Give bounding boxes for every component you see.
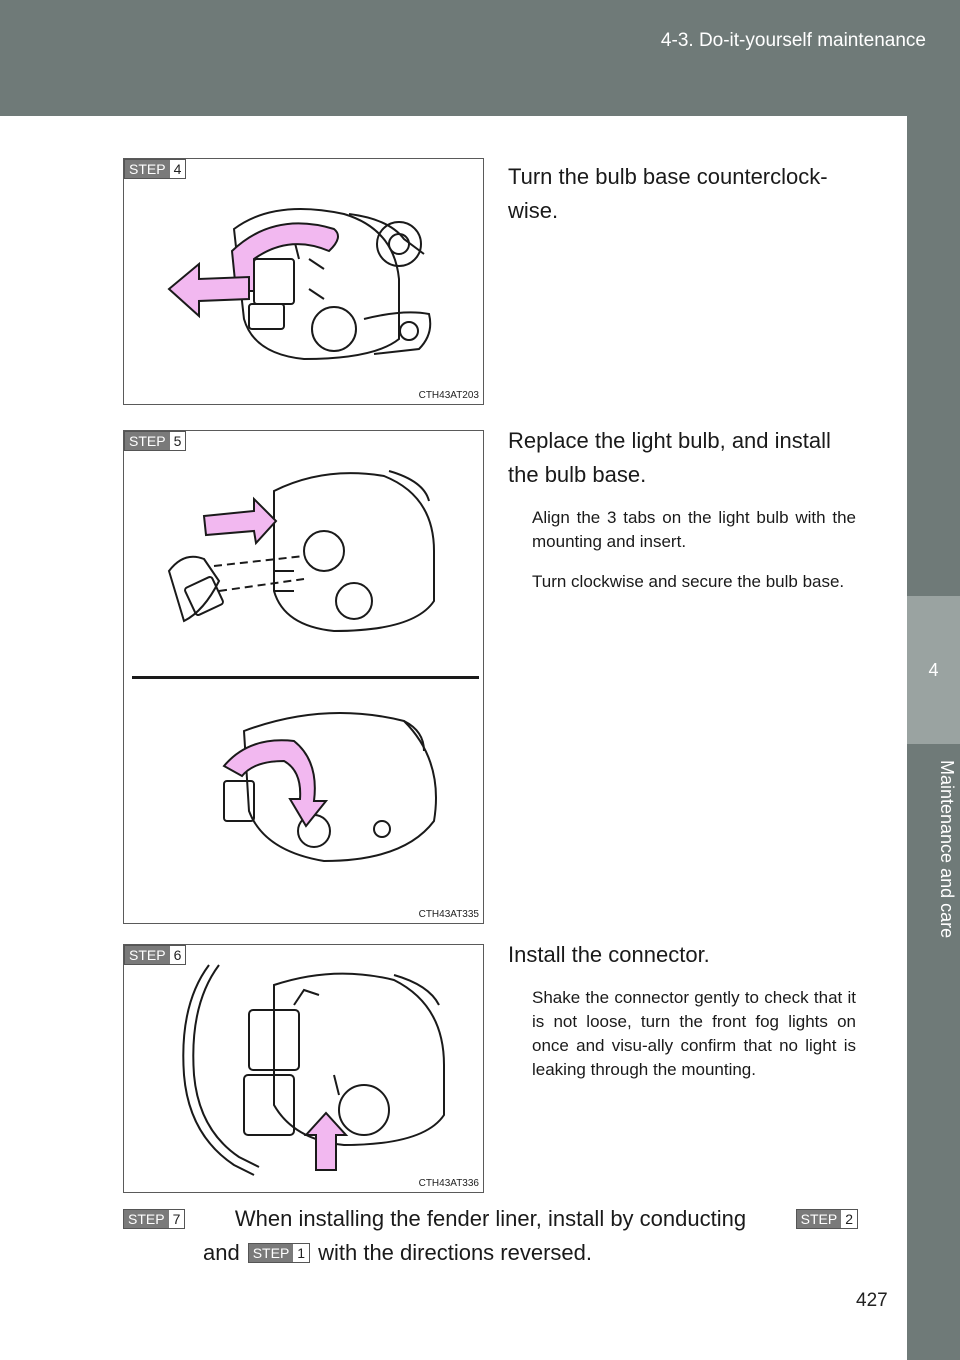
step-5-heading: Replace the light bulb, and install the … bbox=[508, 428, 831, 487]
fog-light-illustration-remove bbox=[167, 208, 432, 361]
figure-code: CTH43AT203 bbox=[418, 390, 479, 401]
fog-light-illustration-install bbox=[132, 470, 479, 863]
page-number: 427 bbox=[856, 1290, 888, 1311]
step-7-text-2: and bbox=[203, 1240, 240, 1265]
step-4-heading: Turn the bulb base counterclock-wise. bbox=[508, 164, 828, 223]
step-5-note-1: Align the 3 tabs on the light bulb with … bbox=[532, 508, 856, 551]
step-badge-label: STEP bbox=[124, 1210, 169, 1228]
left-arrow bbox=[167, 261, 250, 319]
step-5-note-2: Turn clockwise and secure the bulb base. bbox=[532, 572, 845, 591]
step-badge-number: 6 bbox=[173, 947, 182, 963]
figure-code: CTH43AT335 bbox=[418, 909, 479, 920]
step-6-heading: Install the connector. bbox=[508, 942, 710, 967]
fog-light-illustration-connector bbox=[182, 964, 445, 1176]
step-badge-label: STEP bbox=[796, 1210, 842, 1228]
push-up-arrow bbox=[303, 1111, 349, 1171]
page-header: 4-3. Do-it-yourself maintenance bbox=[0, 0, 960, 116]
step-badge-label: STEP bbox=[125, 432, 170, 450]
chapter-title: Maintenance and care bbox=[909, 756, 957, 960]
clockwise-arrow bbox=[222, 739, 329, 828]
step-7-text-1: When installing the fender liner, instal… bbox=[234, 1206, 747, 1231]
step-badge-label: STEP bbox=[125, 160, 170, 178]
step-badge-number: 5 bbox=[173, 433, 182, 449]
figure-divider bbox=[132, 676, 479, 679]
section-title: 4-3. Do-it-yourself maintenance bbox=[660, 30, 926, 51]
step-badge-label: STEP bbox=[125, 946, 170, 964]
rotate-arrow bbox=[230, 222, 339, 292]
step-badge-number: 2 bbox=[845, 1211, 853, 1227]
chapter-title-text: Maintenance and care bbox=[937, 760, 957, 939]
step-7-text-3: with the directions reversed. bbox=[318, 1240, 592, 1265]
insert-arrow bbox=[202, 496, 278, 546]
step-badge-number: 4 bbox=[173, 161, 182, 177]
figure-code: CTH43AT336 bbox=[418, 1178, 479, 1189]
step-badge-number: 7 bbox=[172, 1211, 181, 1227]
step-badge-number: 1 bbox=[297, 1245, 306, 1261]
step-badge-label: STEP bbox=[248, 1244, 294, 1262]
chapter-number: 4 bbox=[907, 596, 960, 744]
step-6-note-1: Shake the connector gently to check that… bbox=[532, 988, 856, 1079]
